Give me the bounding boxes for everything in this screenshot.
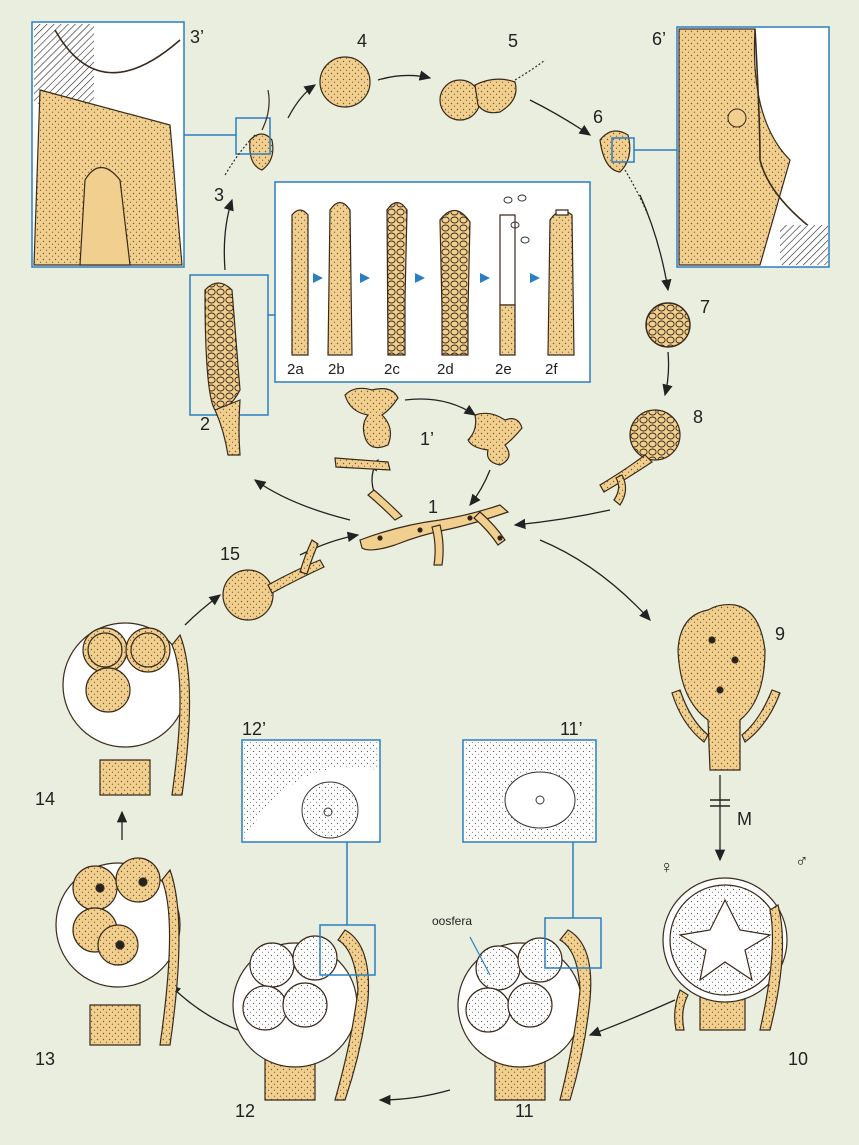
stage-14-mature-oospores	[62, 622, 191, 796]
label-stage-10: 10	[788, 1049, 809, 1069]
sporangium-detail-panel	[268, 181, 591, 383]
label-male-symbol: ♂	[795, 851, 809, 871]
label-stage-5: 5	[508, 31, 519, 51]
stage-2f-hypha	[547, 210, 575, 356]
label-stage-3: 3	[214, 185, 225, 205]
label-meiosis: M	[737, 809, 752, 829]
stage-9-oogonium-initial	[671, 603, 781, 771]
arrow-1p-a	[404, 398, 477, 416]
stage-3p-detail-panel	[31, 21, 236, 268]
zoospores-released	[503, 194, 530, 244]
cycle-arrows	[116, 70, 726, 1106]
stage-6p-detail-panel	[634, 26, 830, 268]
stage-11p-detail-panel	[462, 739, 597, 918]
stage-2e-empty	[499, 214, 516, 306]
label-stage-1p: 1’	[420, 429, 435, 449]
stage-1p-fragments	[334, 387, 523, 471]
label-stage-2e: 2e	[495, 361, 512, 378]
stage-2d-hypha	[439, 209, 471, 356]
oosfera-pointer	[469, 936, 491, 976]
stage-7-resting-spore	[645, 302, 691, 348]
stage-12p-detail-panel	[241, 739, 381, 925]
label-stage-4: 4	[357, 31, 368, 51]
label-stage-2a: 2a	[287, 361, 304, 378]
arrow-11-to-12	[378, 1089, 451, 1106]
label-stage-15: 15	[220, 544, 241, 564]
stage-6-zoospore	[599, 130, 651, 221]
label-stage-12p: 12’	[242, 719, 267, 739]
arrow-1p-b	[469, 469, 491, 507]
label-stage-11: 11	[515, 1101, 534, 1121]
arrow-1-to-9	[539, 539, 651, 621]
label-stage-1: 1	[428, 497, 439, 517]
label-stage-6p: 6’	[652, 29, 667, 49]
arrow-7-to-8	[662, 351, 673, 397]
label-stage-6: 6	[593, 107, 604, 127]
arrow-3-to-4	[287, 84, 317, 119]
label-stage-11p: 11’	[560, 719, 583, 739]
stage-10-oogonium	[662, 877, 788, 1031]
label-stage-2b: 2b	[328, 361, 345, 378]
arrow-6-to-7	[639, 194, 672, 292]
stage-4-cyst	[319, 56, 371, 108]
arrow-5-to-6	[529, 99, 592, 136]
arrow-1-to-2	[253, 479, 351, 521]
label-stage-12: 12	[235, 1101, 256, 1121]
arrow-2-to-3	[223, 198, 234, 271]
stage-5-germinating-cyst	[439, 59, 546, 121]
arrow-4-to-5	[377, 70, 432, 81]
progress-arrows	[313, 273, 540, 283]
stage-1-mycelium	[359, 489, 510, 566]
label-stage-13: 13	[35, 1049, 56, 1069]
stage-2b-hypha	[327, 201, 353, 356]
stage-11-fertilization	[457, 917, 602, 1101]
stage-12-post-fertilization	[232, 924, 376, 1101]
stage-2c-hypha	[386, 201, 408, 356]
stage-8-germinating-spore	[599, 409, 681, 506]
label-stage-9: 9	[775, 624, 786, 644]
label-stage-2d: 2d	[437, 361, 454, 378]
meiosis-marker	[710, 799, 730, 807]
label-stage-7: 7	[700, 297, 711, 317]
label-female-symbol: ♀	[660, 857, 674, 877]
arrow-15-to-1	[299, 531, 360, 556]
label-stage-2f: 2f	[545, 361, 558, 378]
arrow-10-to-11	[588, 999, 676, 1037]
stage-3-zoospore	[224, 89, 274, 176]
label-stage-8: 8	[693, 407, 704, 427]
label-stage-2: 2	[200, 414, 211, 434]
stage-2-sporangium	[189, 274, 269, 456]
stage-15-germinating-oospore	[222, 539, 325, 621]
arrow-12-to-13	[169, 984, 239, 1031]
stage-2a-hypha	[291, 209, 309, 356]
label-oosfera: oosfera	[432, 914, 473, 928]
arrow-8-to-1	[513, 509, 611, 530]
arrow-14-to-15	[184, 594, 222, 626]
label-stage-3p: 3’	[190, 27, 205, 47]
label-stage-2c: 2c	[384, 361, 400, 378]
label-stage-14: 14	[35, 789, 56, 809]
stage-13-oospores	[55, 857, 181, 1046]
